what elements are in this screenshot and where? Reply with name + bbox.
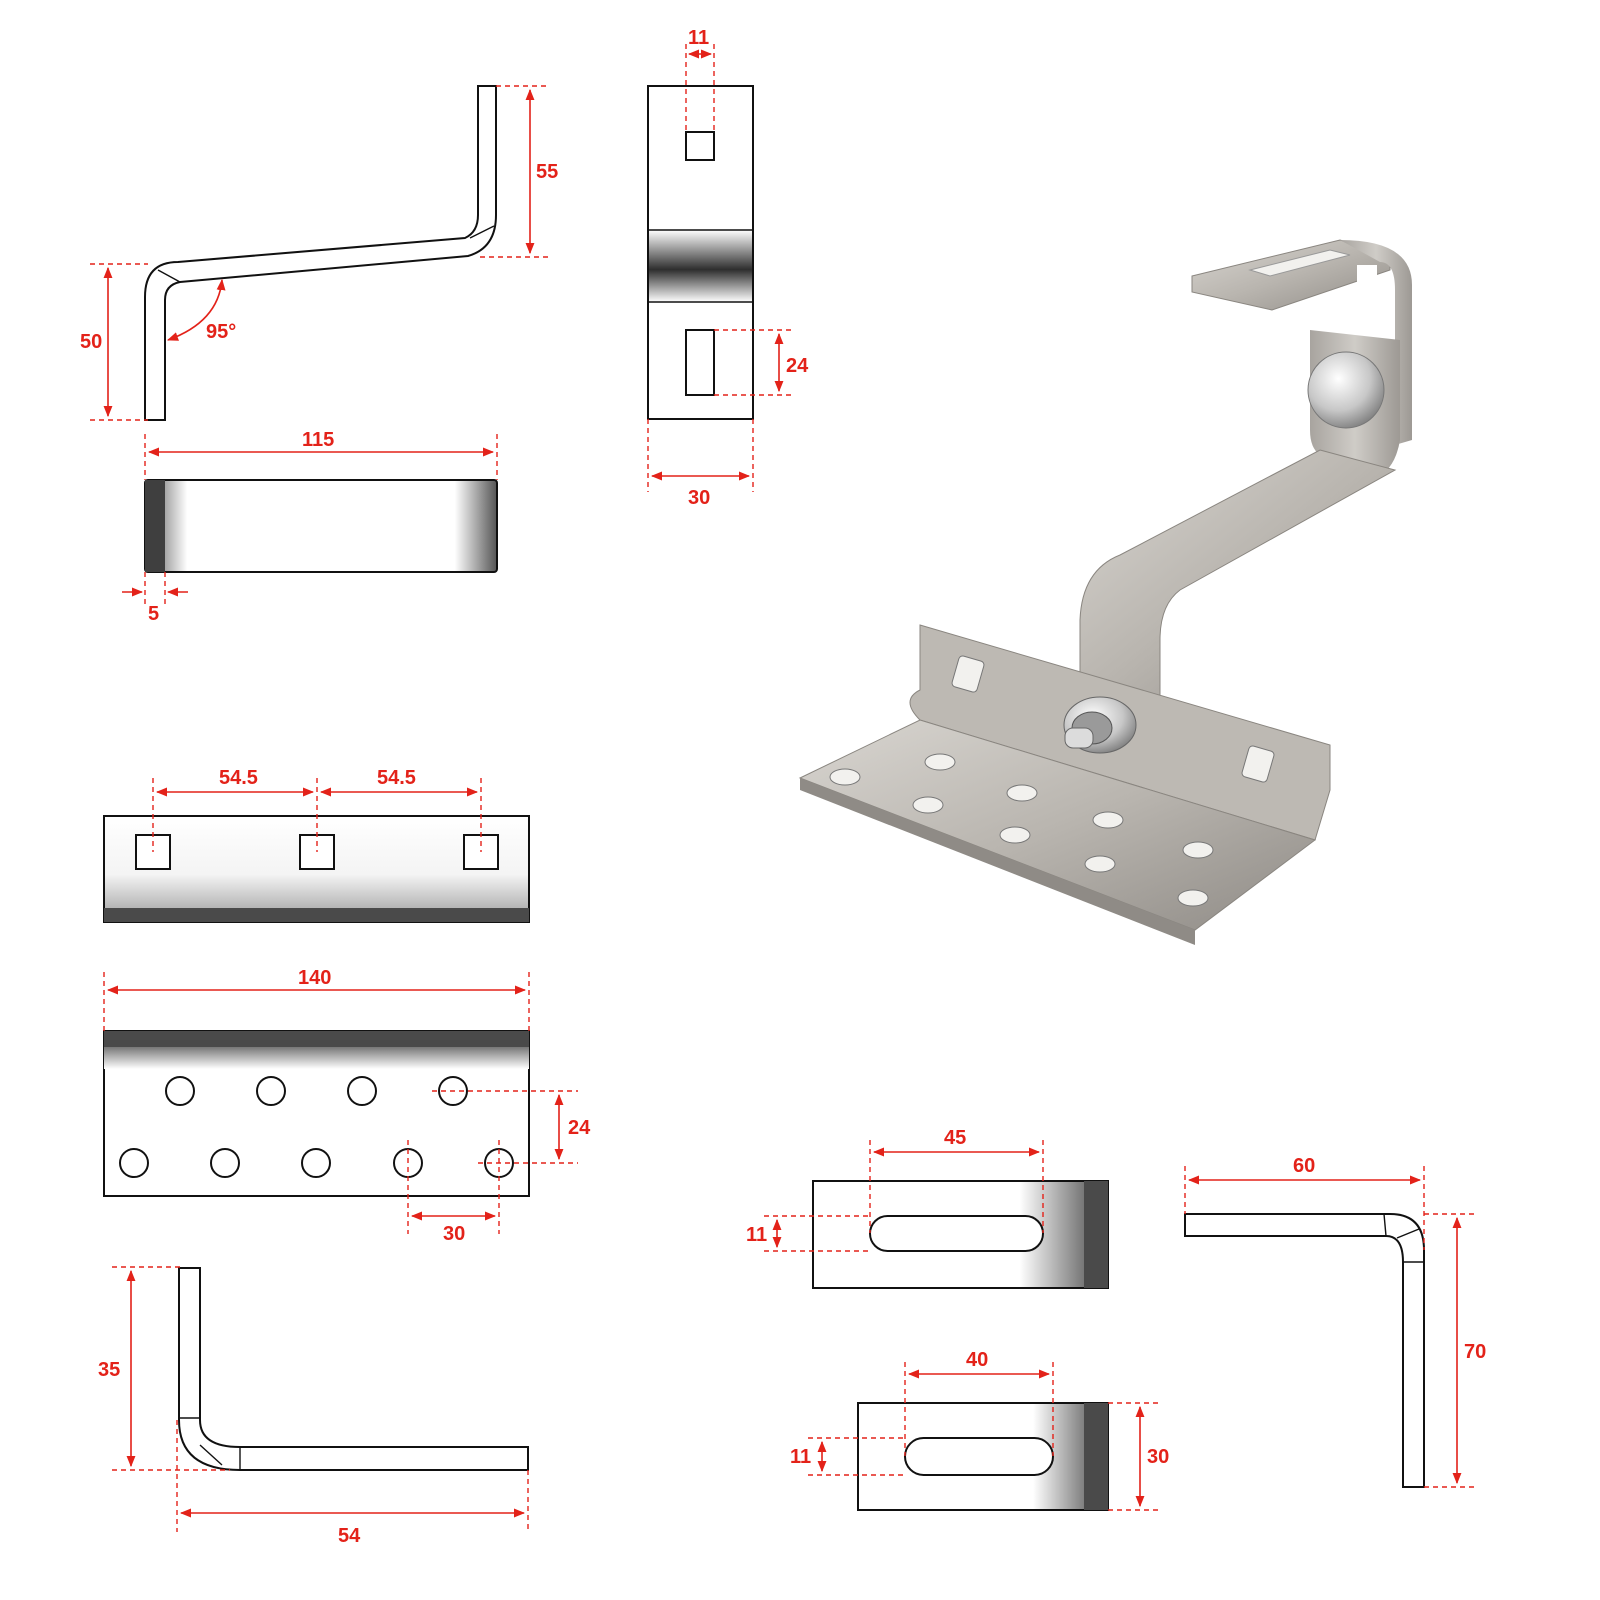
photo-base-floor — [798, 719, 1317, 931]
clamp-top-view-a: 45 11 — [746, 1127, 1109, 1289]
square-hole — [463, 834, 499, 870]
edge-shade — [104, 1031, 529, 1047]
base-side-view: 35 54 — [98, 1266, 529, 1547]
base-front-view: 54.5 54.5 — [103, 767, 530, 923]
bend-line — [1383, 1213, 1387, 1237]
bend-line — [1396, 1228, 1420, 1239]
base-top-view: 140 24 30 — [103, 967, 591, 1245]
photo-clamp-slot — [1248, 249, 1351, 277]
dim-slot-length-label: 40 — [966, 1349, 988, 1371]
dim-height-label: 50 — [80, 331, 102, 353]
dim-row-spacing-label: 24 — [568, 1117, 591, 1139]
dim-length-label: 54 — [338, 1525, 361, 1547]
dim-length-label: 60 — [1293, 1155, 1315, 1177]
dim-width-label: 30 — [1147, 1446, 1169, 1468]
long-slot — [904, 1437, 1054, 1476]
round-hole — [301, 1148, 331, 1178]
photo-arm — [1079, 449, 1397, 701]
dim-spacing-left-label: 54.5 — [219, 767, 258, 789]
photo-bolt-thread — [1064, 727, 1094, 749]
dim-angle-label: 95° — [206, 321, 236, 343]
round-hole — [256, 1076, 286, 1106]
bend-shade — [104, 1047, 529, 1069]
edge-shade — [145, 480, 165, 572]
dim-hole-spacing-label: 30 — [443, 1223, 465, 1245]
dim-length-label: 140 — [298, 967, 331, 989]
dim-spacing-right-label: 54.5 — [377, 767, 416, 789]
photo-square-hole — [951, 655, 985, 693]
dim-length-label: 115 — [302, 429, 334, 451]
hook-top-view: 115 5 — [122, 429, 498, 625]
hook-end-view: 11 24 30 — [647, 27, 809, 509]
photo-holes — [829, 753, 1214, 907]
bend-line — [199, 1444, 223, 1466]
edge-shade — [1084, 1403, 1108, 1510]
photo-bolt-head — [1307, 351, 1385, 429]
round-hole — [119, 1148, 149, 1178]
photo-square-hole — [1241, 745, 1275, 783]
slot-hole — [685, 329, 715, 396]
round-hole — [347, 1076, 377, 1106]
bend-line-upper — [469, 225, 495, 239]
dim-width-label: 30 — [688, 487, 710, 509]
dim-thickness-label: 5 — [148, 603, 159, 625]
bend-band — [649, 230, 752, 302]
dim-slot-width-label: 11 — [688, 27, 709, 49]
base-profile — [178, 1267, 529, 1471]
photo-base-edge — [800, 778, 1195, 945]
stainless-steel-roof-hook-photo — [798, 239, 1412, 945]
round-hole — [165, 1076, 195, 1106]
photo-clamp-window — [1357, 265, 1377, 335]
clamp-top-view-b: 40 11 30 — [790, 1349, 1169, 1511]
clamp-profile — [1184, 1213, 1425, 1488]
clamp-side-view: 60 70 — [1184, 1155, 1486, 1488]
dim-height-label: 35 — [98, 1359, 120, 1381]
dim-slot-width-label: 11 — [790, 1446, 811, 1468]
dim-slot-width-label: 11 — [746, 1224, 767, 1246]
round-hole — [210, 1148, 240, 1178]
dim-slot-height-label: 24 — [786, 355, 809, 377]
edge-shade — [1084, 1181, 1108, 1288]
long-slot — [869, 1215, 1044, 1252]
square-hole — [685, 131, 715, 161]
angle-arc — [166, 278, 226, 341]
edge-shade — [104, 908, 529, 922]
dim-height-label: 70 — [1464, 1341, 1486, 1363]
hook-side-view: 50 55 95° — [80, 85, 558, 421]
dim-slot-length-label: 45 — [944, 1127, 966, 1149]
dim-rise-label: 55 — [536, 161, 558, 183]
hook-top-plate — [144, 479, 498, 573]
hook-profile — [144, 85, 497, 421]
